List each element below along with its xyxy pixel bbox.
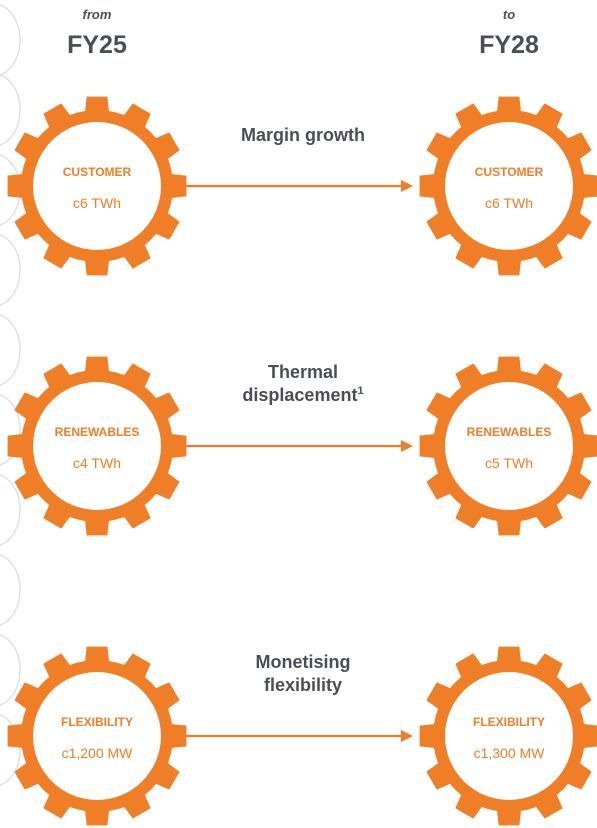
to-gear-value: c1,300 MW [474,745,546,761]
footnote-marker: 1 [357,385,363,397]
to-gear-value: c6 TWh [485,195,533,211]
to-gear-label: RENEWABLES [467,425,552,439]
watermark-ring [0,314,21,386]
gear-center [33,122,161,250]
gear-center [445,672,573,800]
watermark-ring [0,4,21,76]
arrow-head [401,180,413,192]
from-gear-2: FLEXIBILITY c1,200 MW [7,646,187,826]
arrow-head [401,730,413,742]
row-1: RENEWABLES c4 TWh RENEWABLES c5 TWh Thermal d… [7,356,597,536]
arrow-label-line: flexibility [264,675,342,695]
from-gear-value: c1,200 MW [62,745,134,761]
arrow-right-icon [183,180,413,192]
row-0: CUSTOMER c6 TWh CUSTOMER c6 TWh Margin growt… [7,96,597,276]
from-gear-value: c4 TWh [73,455,121,471]
arrow-right-icon [183,440,413,452]
rows: CUSTOMER c6 TWh CUSTOMER c6 TWh Margin growt… [7,96,597,826]
to-gear-2: FLEXIBILITY c1,300 MW [419,646,597,826]
to-gear-0: CUSTOMER c6 TWh [419,96,597,276]
arrow-head [401,440,413,452]
to-gear-label: CUSTOMER [475,165,544,179]
from-gear-1: RENEWABLES c4 TWh [7,356,187,536]
from-gear-value: c6 TWh [73,195,121,211]
watermark-ring [0,714,21,786]
watermark-ring [0,234,21,306]
from-header-year: FY25 [67,31,127,59]
arrow-label-line: Margin growth [241,125,365,145]
arrow-right-icon [183,730,413,742]
from-header-label: from [83,7,112,22]
watermark-ring [0,634,21,706]
arrow-label-line: displacement1 [242,385,363,405]
to-header-label: to [503,7,515,22]
from-gear-label: FLEXIBILITY [61,715,133,729]
watermark-outline [0,4,21,786]
to-header-year: FY28 [479,31,539,59]
watermark-ring [0,394,21,466]
to-gear-value: c5 TWh [485,455,533,471]
to-gear-1: RENEWABLES c5 TWh [419,356,597,536]
from-gear-label: CUSTOMER [63,165,132,179]
watermark-ring [0,474,21,546]
gear-center [33,672,161,800]
watermark-ring [0,74,21,146]
gear-center [445,122,573,250]
row-2: FLEXIBILITY c1,200 MW FLEXIBILITY c1,300 MW… [7,646,597,826]
arrow-label-line: Monetising [256,652,351,672]
arrow-label-line: Thermal [268,362,338,382]
watermark-ring [0,554,21,626]
from-gear-0: CUSTOMER c6 TWh [7,96,187,276]
gear-center [445,382,573,510]
to-gear-label: FLEXIBILITY [473,715,545,729]
from-gear-label: RENEWABLES [55,425,140,439]
gear-center [33,382,161,510]
